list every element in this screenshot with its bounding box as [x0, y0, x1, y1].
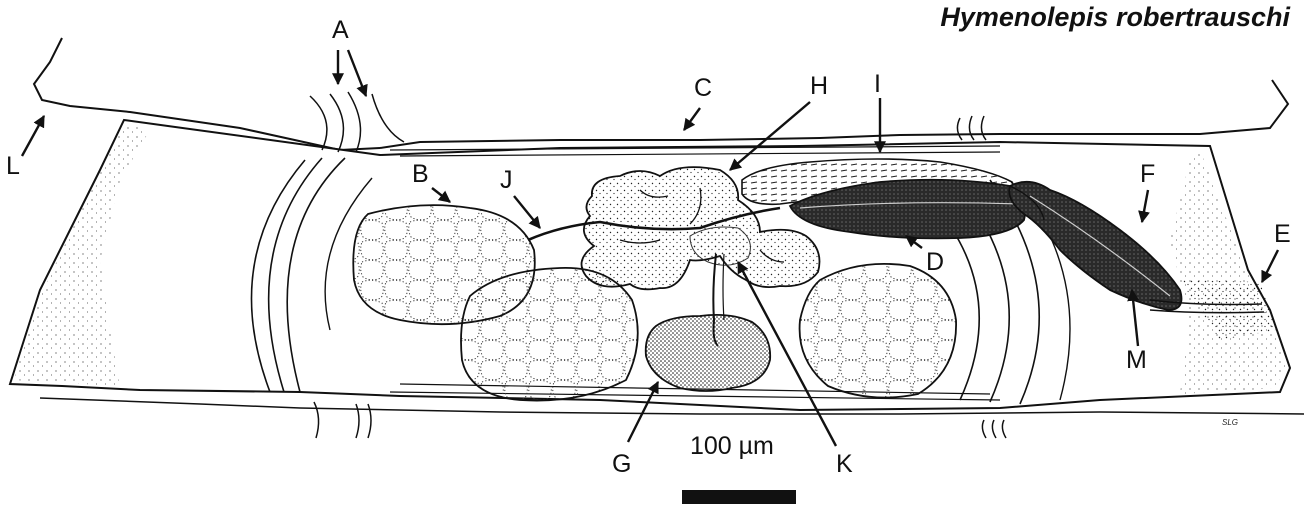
leader-B [431, 187, 451, 203]
left-proglottid-outline [32, 37, 381, 152]
artist-initials: SLG [1222, 418, 1239, 427]
label-F: F [1140, 160, 1156, 188]
label-B: B [412, 160, 429, 188]
vitellarium [644, 313, 772, 392]
label-A: A [332, 16, 349, 44]
label-E: E [1274, 220, 1291, 248]
seminal-receptacle [1008, 180, 1183, 311]
leader-M [1127, 288, 1140, 347]
leader-F [1138, 189, 1150, 224]
species-title: Hymenolepis robertrauschi [940, 2, 1290, 32]
label-C: C [694, 74, 713, 102]
label-M: M [1126, 346, 1147, 374]
leader-G [626, 380, 660, 443]
scale-bar-label: 100 µm [690, 432, 774, 460]
leader-E [1260, 249, 1280, 284]
label-H: H [810, 72, 829, 100]
label-J: J [500, 166, 513, 194]
top-tegument [379, 79, 1290, 149]
testis-center [460, 267, 639, 402]
label-G: G [612, 450, 632, 478]
leader-D [905, 235, 923, 249]
leader-K [736, 260, 838, 447]
label-D: D [926, 248, 945, 276]
label-K: K [836, 450, 853, 478]
leader-A2 [346, 49, 368, 98]
scale-bar [682, 490, 796, 504]
leader-C [683, 107, 701, 131]
testis-right [798, 263, 957, 399]
leader-H [729, 101, 811, 171]
cirrus-sac [788, 178, 1027, 240]
label-L: L [6, 152, 20, 180]
label-I: I [874, 70, 881, 98]
leader-L [20, 114, 46, 157]
leader-J [513, 195, 541, 229]
